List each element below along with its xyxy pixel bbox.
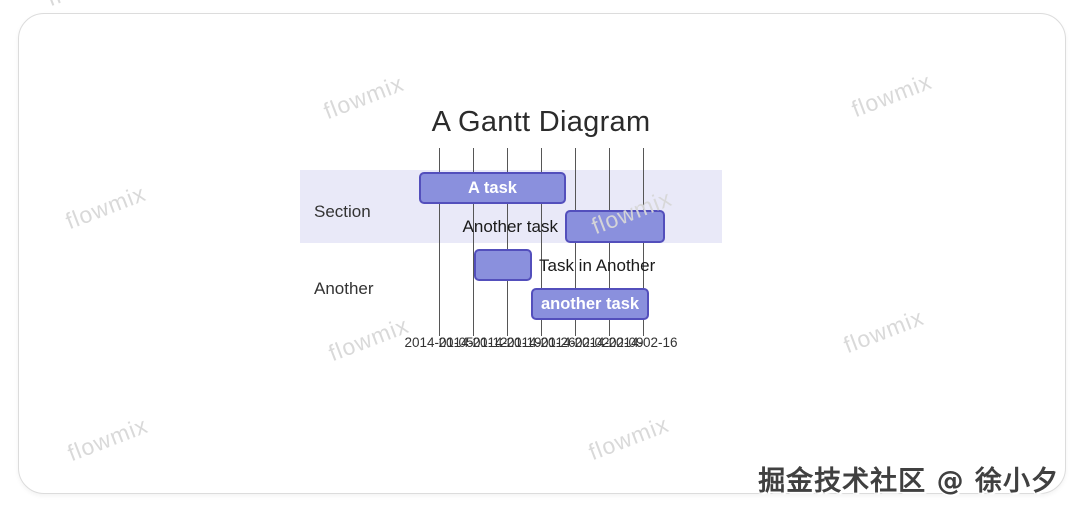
task-bar-label: A task [468,178,517,197]
content-card [18,13,1066,494]
section-label-another: Another [314,279,374,298]
axis-tick-label: 2014-02-02 [540,335,610,350]
task-label-another-task: Another task [462,217,558,236]
axis-tick-label: 2014-01-26 [506,335,576,350]
grid-line [541,148,542,336]
axis-tick-label: 2014-02-09 [574,335,644,350]
axis-tick-label: 2014-01-12 [438,335,508,350]
axis-tick-label: 2014-01-05 [404,335,474,350]
axis-tick-label: 2014-01-19 [472,335,542,350]
chart-title: A Gantt Diagram [431,106,651,138]
task-bar-label: another task [540,294,640,313]
task-bar-a-task: A task [419,172,566,204]
task-label-task-in-another: Task in Another [539,256,656,275]
axis-tick-label: 2014-02-16 [608,335,678,350]
credit-watermark: 掘金技术社区 @ 徐小夕 [758,466,1059,497]
grid-line [439,148,440,336]
grid-line [507,148,508,336]
task-bar-task-in-another [474,249,532,281]
grid-line [473,148,474,336]
task-bar-another-task [565,210,665,243]
section-label-section: Section [314,202,371,221]
task-bar-another-task-2: another task [531,288,649,320]
